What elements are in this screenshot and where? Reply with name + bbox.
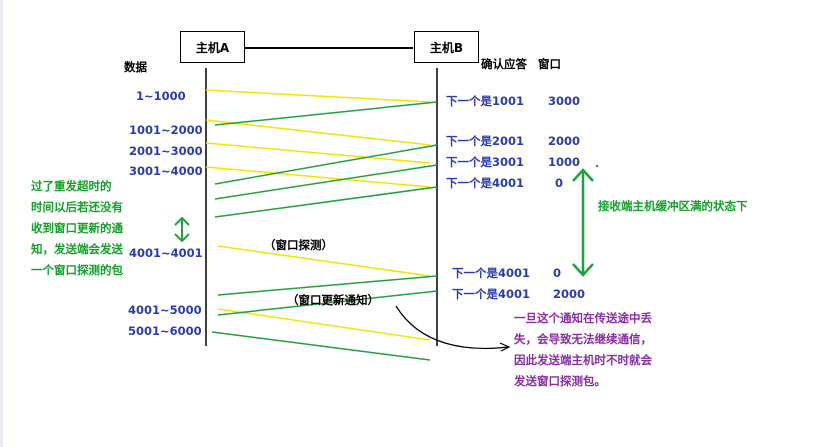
segment-label: 5001~6000 bbox=[128, 324, 202, 338]
ack-line bbox=[217, 275, 438, 296]
host-a-box: 主机A bbox=[180, 31, 245, 63]
ack-line bbox=[217, 290, 438, 316]
bottom-note-line: 失，会导致无法继续通信， bbox=[514, 332, 652, 346]
ack-label: 下一个是3001 bbox=[446, 155, 525, 169]
left-note-line: 一个窗口探测的包 bbox=[31, 263, 123, 277]
probe-label: （窗口探测） bbox=[264, 238, 333, 252]
pointer-curve bbox=[395, 305, 509, 350]
ack-header: 确认应答 bbox=[481, 57, 527, 71]
data-line bbox=[205, 166, 431, 188]
left-note: 过了重发超时的 时间以后若还没有 收到窗口更新的通 知，发送端会发送 一个窗口探… bbox=[31, 176, 123, 281]
ack-line bbox=[214, 101, 438, 126]
segment-label: 4001~5000 bbox=[128, 303, 202, 317]
bottom-note: 一旦这个通知在传送途中丢 失，会导致无法继续通信， 因此发送端主机时不时就会 发… bbox=[514, 308, 652, 392]
ack-label: 下一个是4001 bbox=[452, 287, 531, 301]
segment-label: 1~1000 bbox=[136, 89, 186, 103]
left-note-line: 过了重发超时的 bbox=[31, 179, 112, 193]
dot-mark bbox=[595, 164, 599, 168]
window-value: 0 bbox=[555, 176, 564, 190]
data-line bbox=[205, 89, 431, 103]
data-header: 数据 bbox=[124, 60, 147, 74]
window-edge bbox=[0, 0, 3, 447]
ack-label: 下一个是1001 bbox=[446, 94, 525, 108]
ack-line bbox=[214, 144, 438, 185]
data-line bbox=[217, 308, 431, 341]
bottom-note-line: 因此发送端主机时不时就会 bbox=[514, 353, 652, 367]
window-value: 0 bbox=[553, 266, 562, 280]
ack-label: 下一个是4001 bbox=[452, 266, 531, 280]
host-a-label: 主机A bbox=[195, 40, 230, 55]
pointer-arrowhead bbox=[499, 342, 511, 352]
window-value: 3000 bbox=[548, 94, 581, 108]
data-line bbox=[205, 119, 431, 146]
data-line bbox=[205, 142, 431, 164]
right-note: 接收端主机缓冲区满的状态下 bbox=[598, 199, 748, 213]
bottom-note-line: 发送窗口探测包。 bbox=[514, 374, 606, 388]
window-value: 2000 bbox=[553, 287, 586, 301]
segment-label: 2001~3000 bbox=[129, 144, 203, 158]
segment-label: 3001~4000 bbox=[129, 164, 203, 178]
ack-line bbox=[211, 331, 431, 361]
host-b-label: 主机B bbox=[429, 40, 464, 55]
left-double-arrow bbox=[174, 216, 190, 243]
window-value: 2000 bbox=[548, 134, 581, 148]
ack-line bbox=[214, 186, 438, 218]
ack-line bbox=[214, 164, 438, 200]
window-header: 窗口 bbox=[538, 57, 561, 71]
left-note-line: 时间以后若还没有 bbox=[31, 200, 123, 214]
update-label: （窗口更新通知） bbox=[287, 293, 379, 307]
data-line bbox=[217, 245, 431, 277]
ack-label: 下一个是2001 bbox=[446, 134, 525, 148]
host-b-box: 主机B bbox=[414, 31, 479, 63]
left-note-line: 收到窗口更新的通 bbox=[31, 221, 123, 235]
ack-label: 下一个是4001 bbox=[446, 176, 525, 190]
segment-label: 4001~4001 bbox=[129, 246, 203, 260]
right-double-arrow bbox=[572, 168, 594, 277]
bottom-note-line: 一旦这个通知在传送途中丢 bbox=[514, 311, 652, 325]
left-note-line: 知，发送端会发送 bbox=[31, 242, 123, 256]
window-value: 1000 bbox=[548, 155, 581, 169]
segment-label: 1001~2000 bbox=[129, 123, 203, 137]
